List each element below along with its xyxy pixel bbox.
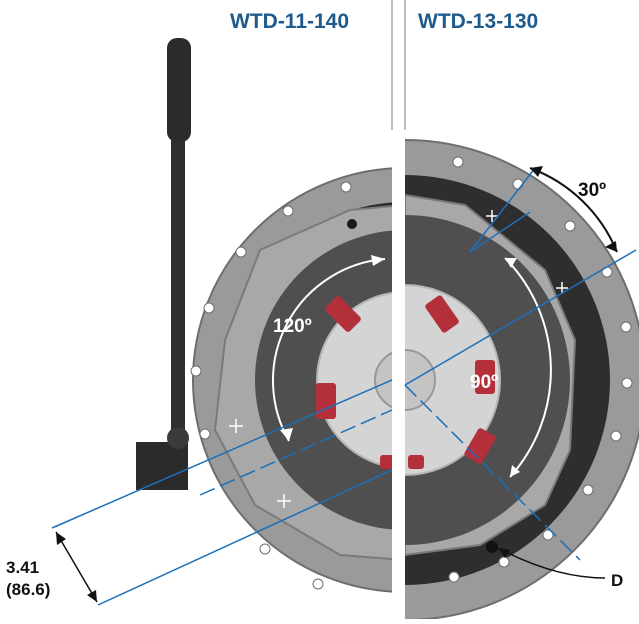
guide-line-right-short: [469, 167, 536, 253]
left-flange-holes: [190, 181, 352, 590]
left-hub: [374, 351, 392, 409]
lever-grip: [167, 38, 191, 142]
arc-90-degree: [504, 257, 552, 478]
left-clutch-half: [136, 38, 392, 593]
right-friction-pad: [464, 428, 496, 464]
arc-arrowhead: [605, 241, 617, 252]
arc-arrowhead: [530, 166, 543, 177]
arc-arrowhead: [280, 428, 293, 441]
guide-lines: [51, 167, 637, 606]
right-clutch-half: [405, 139, 639, 619]
guide-line-upper: [51, 379, 393, 529]
dimension-inches: 3.41: [6, 558, 40, 577]
right-friction-pad: [408, 455, 424, 469]
dimension-arrowhead: [87, 590, 97, 602]
right-flange-holes: [448, 156, 633, 583]
dimension-arrow: [55, 531, 98, 603]
arc-30-degree: [529, 167, 618, 253]
guide-line-right-upper: [404, 249, 637, 386]
angle-label-90: 90º: [470, 372, 499, 393]
model-title-left: WTD-11-140: [230, 10, 350, 33]
arc-120-degree: [271, 258, 386, 442]
dimension-millimeters: (86.6): [6, 580, 51, 599]
angle-label-120: 120º: [273, 316, 312, 337]
left-hub-plate: [316, 291, 392, 469]
lever-base: [136, 442, 188, 490]
lever-shaft: [171, 140, 185, 440]
guide-line-lower: [97, 469, 393, 606]
guide-line-right-tick: [469, 211, 531, 253]
left-friction-pad: [380, 455, 392, 469]
right-hub-plate: [405, 284, 501, 476]
arc-arrowhead: [371, 255, 385, 266]
arc-arrowhead: [505, 258, 517, 268]
right-hub: [405, 349, 436, 411]
left-bolt: [347, 219, 357, 229]
lever-pivot: [167, 427, 189, 449]
guide-line-right-diagonal: [404, 384, 581, 561]
d-leader-line: [497, 547, 606, 579]
arc-arrowhead: [510, 465, 520, 477]
point-label-d: D: [611, 571, 624, 590]
model-title-right: WTD-13-130: [418, 10, 539, 33]
left-crosshair-marks: [229, 419, 291, 508]
right-friction-pad: [475, 360, 495, 394]
bolt-d: [486, 541, 498, 553]
dimension-arrowhead: [56, 532, 66, 545]
left-friction-pad: [325, 296, 361, 332]
left-friction-pad: [316, 383, 336, 419]
guide-line-center: [199, 409, 393, 496]
right-crosshair-marks: [486, 210, 568, 294]
d-leader-arrowhead: [498, 548, 510, 558]
angle-label-30: 30º: [578, 180, 607, 201]
right-friction-pad: [425, 295, 459, 333]
